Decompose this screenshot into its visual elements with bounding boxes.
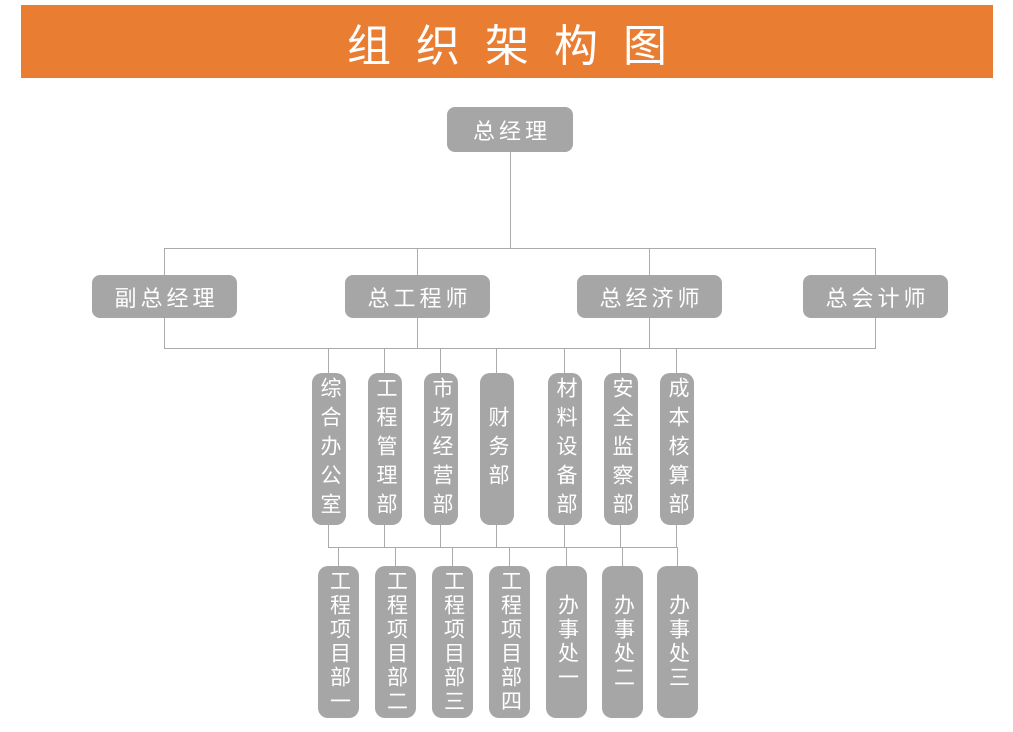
org-node-label: 工程项目部四 xyxy=(498,570,522,714)
org-node-label: 财务部 xyxy=(486,405,509,493)
connector-rise-level3-7 xyxy=(676,524,677,547)
org-node-label: 综合办公室 xyxy=(318,376,341,522)
org-node-label: 安全监察部 xyxy=(610,376,633,522)
connector-rise-level3-3 xyxy=(440,524,441,547)
connector-drop-level2-4 xyxy=(875,248,876,276)
connector-drop-level4-1 xyxy=(338,547,339,567)
org-node-engineering-management-dept: 工程管理部 xyxy=(368,373,402,525)
connector-root-drop xyxy=(509,152,511,248)
org-node-label: 工程项目部一 xyxy=(327,570,351,714)
org-node-label: 办事处二 xyxy=(611,594,635,690)
org-node-label: 材料设备部 xyxy=(554,376,577,522)
org-node-office-2: 办事处二 xyxy=(602,566,643,718)
connector-rise-level3-2 xyxy=(384,524,385,547)
connector-drop-level3-6 xyxy=(620,348,621,374)
org-node-label: 副总经理 xyxy=(114,285,219,311)
org-node-label: 工程管理部 xyxy=(374,376,397,522)
org-node-market-operation-dept: 市场经营部 xyxy=(424,373,458,525)
org-node-project-dept-2: 工程项目部二 xyxy=(375,566,416,718)
org-node-safety-supervision-dept: 安全监察部 xyxy=(604,373,638,525)
title-banner: 组织架构图 xyxy=(21,5,993,78)
org-node-finance-dept: 财务部 xyxy=(480,373,514,525)
connector-drop-level3-3 xyxy=(440,348,441,374)
connector-rise-level2-1 xyxy=(164,317,165,348)
connector-rise-level2-4 xyxy=(875,317,876,348)
org-node-office-1: 办事处一 xyxy=(546,566,587,718)
org-node-project-dept-3: 工程项目部三 xyxy=(432,566,473,718)
connector-drop-level3-1 xyxy=(328,348,329,374)
connector-drop-level4-2 xyxy=(395,547,396,567)
connector-drop-level4-6 xyxy=(622,547,623,567)
org-node-label: 成本核算部 xyxy=(666,376,689,522)
connector-rise-level2-3 xyxy=(649,317,650,348)
org-node-label: 总经济师 xyxy=(599,285,704,311)
org-node-general-manager: 总经理 xyxy=(447,107,573,152)
connector-rise-level3-4 xyxy=(496,524,497,547)
org-node-chief-engineer: 总工程师 xyxy=(345,275,490,318)
org-node-label: 办事处一 xyxy=(555,594,579,690)
org-node-deputy-general-manager: 副总经理 xyxy=(92,275,237,318)
connector-drop-level4-3 xyxy=(452,547,453,567)
org-node-cost-accounting-dept: 成本核算部 xyxy=(660,373,694,525)
page-title: 组织架构图 xyxy=(347,21,692,71)
org-node-project-dept-4: 工程项目部四 xyxy=(489,566,530,718)
org-node-label: 市场经营部 xyxy=(430,376,453,522)
org-node-materials-equipment-dept: 材料设备部 xyxy=(548,373,582,525)
connector-drop-level4-4 xyxy=(509,547,510,567)
connector-bus-level2 xyxy=(164,248,876,249)
connector-drop-level3-2 xyxy=(384,348,385,374)
connector-drop-level2-2 xyxy=(417,248,418,276)
connector-drop-level4-7 xyxy=(677,547,678,567)
connector-rise-level2-2 xyxy=(417,317,418,348)
org-node-label: 工程项目部三 xyxy=(441,570,465,714)
connector-bus-level4 xyxy=(328,547,678,548)
org-node-label: 总经理 xyxy=(472,118,551,144)
connector-bus-level3 xyxy=(164,348,876,349)
org-node-label: 办事处三 xyxy=(666,594,690,690)
org-node-label: 总会计师 xyxy=(825,285,930,311)
connector-drop-level2-1 xyxy=(164,248,165,276)
connector-drop-level4-5 xyxy=(566,547,567,567)
org-node-project-dept-1: 工程项目部一 xyxy=(318,566,359,718)
connector-drop-level3-5 xyxy=(564,348,565,374)
connector-rise-level3-5 xyxy=(564,524,565,547)
org-node-label: 总工程师 xyxy=(367,285,472,311)
connector-drop-level2-3 xyxy=(649,248,650,276)
org-node-label: 工程项目部二 xyxy=(384,570,408,714)
org-node-chief-accountant: 总会计师 xyxy=(803,275,948,318)
connector-rise-level3-1 xyxy=(328,524,329,547)
connector-drop-level3-4 xyxy=(496,348,497,374)
connector-drop-level3-7 xyxy=(676,348,677,374)
connector-rise-level3-6 xyxy=(620,524,621,547)
org-node-chief-economist: 总经济师 xyxy=(577,275,722,318)
org-node-office-3: 办事处三 xyxy=(657,566,698,718)
org-node-general-office: 综合办公室 xyxy=(312,373,346,525)
